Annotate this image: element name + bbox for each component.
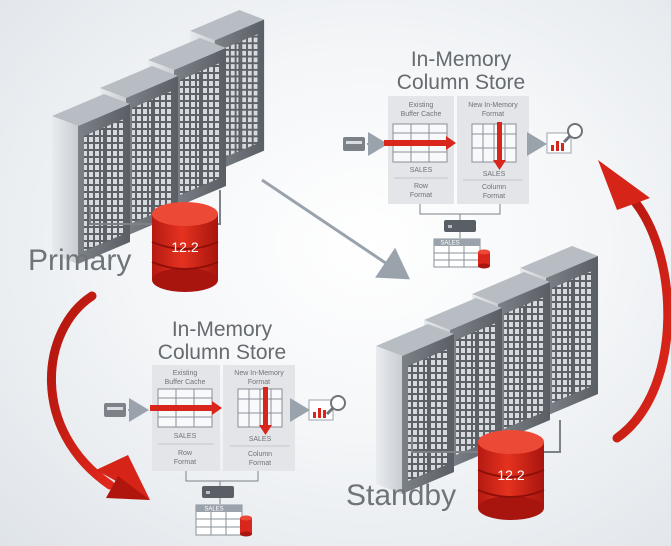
upper-db-table-label: SALES bbox=[440, 241, 459, 247]
upper-row-format-line1: Row bbox=[414, 183, 429, 190]
upper-im-format-line1: New In-Memory bbox=[468, 102, 518, 109]
lower-db-table-label: SALES bbox=[204, 507, 223, 513]
upper-buffer-cache-line2: Buffer Cache bbox=[401, 111, 442, 118]
gray-replication-arrow-icon bbox=[261, 178, 410, 280]
bar-chart-magnifier-icon bbox=[546, 123, 583, 154]
standby-db-version: 12.2 bbox=[497, 467, 524, 483]
red-curved-arrow-icon bbox=[46, 291, 150, 500]
upper-row-format-line2: Format bbox=[410, 192, 432, 199]
upper-store-title-line1: In-Memory bbox=[411, 48, 512, 71]
upper-col-format-line1: Column bbox=[482, 184, 506, 191]
lower-col-format-line2: Format bbox=[249, 460, 271, 467]
lower-table-name-right: SALES bbox=[249, 436, 272, 443]
upper-store-graphics bbox=[343, 96, 583, 269]
bar-chart-magnifier-icon bbox=[308, 395, 346, 421]
upper-table-name-left: SALES bbox=[410, 167, 433, 174]
lower-im-format-line1: New In-Memory bbox=[234, 370, 284, 377]
upper-store-title-line2: Column Store bbox=[397, 71, 525, 94]
storage-device-icon bbox=[444, 220, 476, 232]
upper-im-format-line2: Format bbox=[482, 111, 504, 118]
lower-row-format-line1: Row bbox=[178, 450, 193, 457]
lower-buffer-cache-line2: Buffer Cache bbox=[165, 379, 206, 386]
red-curved-arrow-icon bbox=[598, 160, 671, 443]
primary-db-version: 12.2 bbox=[171, 239, 198, 255]
standby-label: Standby bbox=[346, 479, 456, 512]
lower-im-format-line2: Format bbox=[248, 379, 270, 386]
lower-table-name-left: SALES bbox=[174, 433, 197, 440]
lower-row-format-line2: Format bbox=[174, 459, 196, 466]
upper-table-name-right: SALES bbox=[483, 171, 506, 178]
primary-label: Primary bbox=[28, 244, 131, 277]
storage-device-icon bbox=[202, 486, 234, 498]
lower-buffer-cache-line1: Existing bbox=[173, 370, 198, 377]
lower-store-graphics bbox=[104, 365, 346, 537]
upper-col-format-line2: Format bbox=[483, 193, 505, 200]
lower-col-format-line1: Column bbox=[248, 451, 272, 458]
upper-buffer-cache-line1: Existing bbox=[409, 102, 434, 109]
lower-store-title-line2: Column Store bbox=[158, 341, 286, 364]
lower-store-title-line1: In-Memory bbox=[172, 318, 273, 341]
